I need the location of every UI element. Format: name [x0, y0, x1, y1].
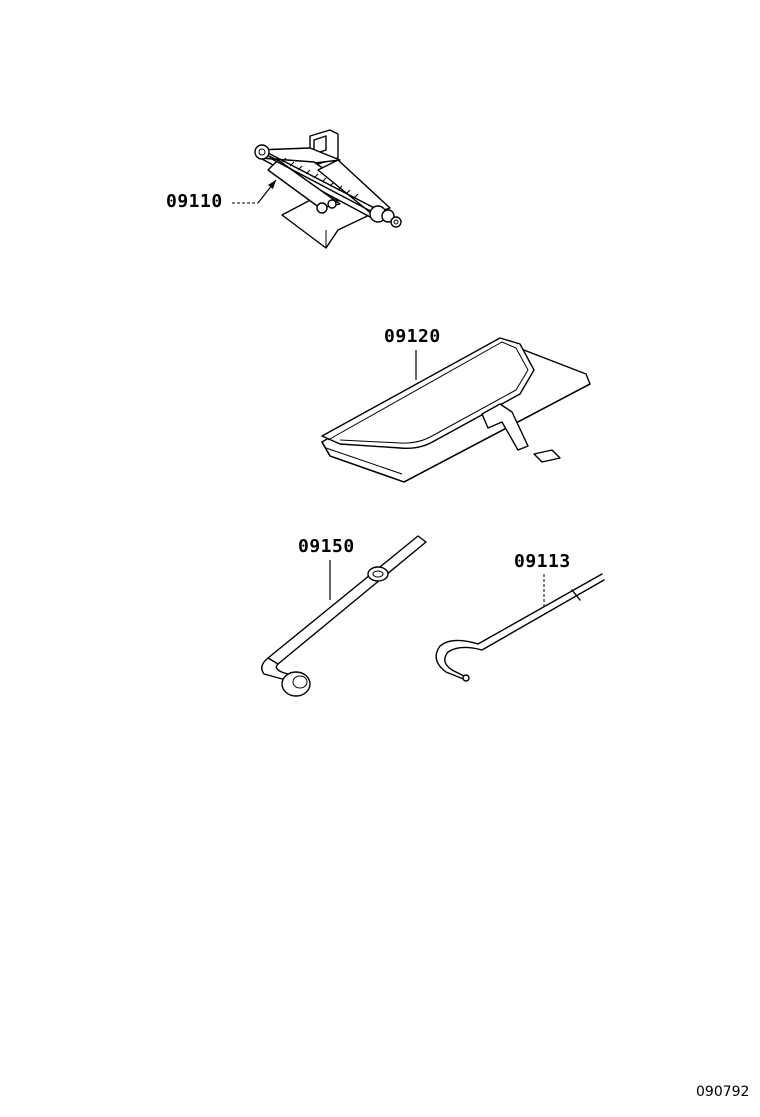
diagram-id: 090792 [696, 1084, 750, 1100]
jack-handle-illustration [435, 573, 605, 682]
part-number-lug-wrench: 09150 [298, 536, 355, 557]
lug-wrench-illustration [261, 535, 427, 697]
tool-bag-illustration [321, 337, 591, 483]
part-number-tool-bag: 09120 [384, 326, 441, 347]
part-number-jack: 09110 [166, 191, 223, 212]
jack-illustration [232, 129, 402, 249]
part-number-jack-handle: 09113 [514, 551, 571, 572]
